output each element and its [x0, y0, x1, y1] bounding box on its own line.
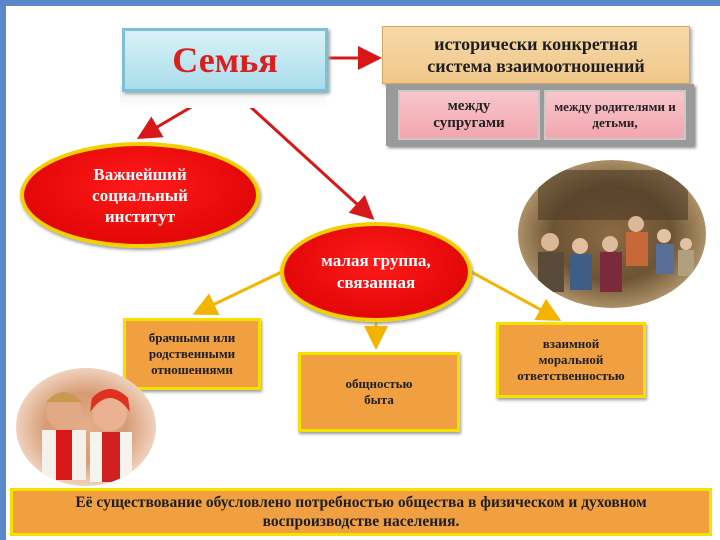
family-photo: [518, 160, 706, 308]
bond-responsibility-text: взаимной моральной ответственностью: [517, 336, 625, 383]
institute-oval: Важнейший социальный институт: [20, 142, 260, 248]
couple-photo: [16, 368, 156, 486]
relation-parents-children: между родителями и детьми,: [544, 90, 686, 140]
footer-box: Её существование обусловлено потребность…: [10, 488, 712, 536]
relation-spouses: между супругами: [398, 90, 540, 140]
bond-household-text: общностью быта: [345, 376, 413, 407]
small-group-oval: малая группа, связанная: [280, 222, 472, 322]
small-group-text: малая группа, связанная: [321, 251, 431, 292]
bond-household-box: общностью быта: [298, 352, 460, 432]
institute-text: Важнейший социальный институт: [92, 164, 188, 226]
family-figures: [538, 170, 694, 292]
arrow-title-to-group: [230, 88, 375, 221]
relation-spouses-text: между супругами: [433, 98, 505, 131]
arrow-group-to-responsibility: [463, 266, 562, 321]
bond-marriage-box: брачными или родственными отношениями: [123, 318, 261, 390]
bond-marriage-text: брачными или родственными отношениями: [148, 330, 236, 377]
bond-responsibility-box: взаимной моральной ответственностью: [496, 322, 646, 398]
footer-text: Её существование обусловлено потребность…: [75, 494, 647, 530]
relation-parents-children-text: между родителями и детьми,: [554, 99, 676, 130]
system-definition-box: исторически конкретная система взаимоотн…: [382, 26, 690, 84]
arrow-group-to-marriage: [192, 266, 291, 316]
page-title: Семья: [122, 28, 328, 92]
title-text: Семья: [172, 40, 278, 80]
relations-panel: между супругами между родителями и детьм…: [386, 84, 694, 146]
couple-figures: [42, 389, 132, 482]
system-text: исторически конкретная система взаимоотн…: [427, 34, 645, 76]
